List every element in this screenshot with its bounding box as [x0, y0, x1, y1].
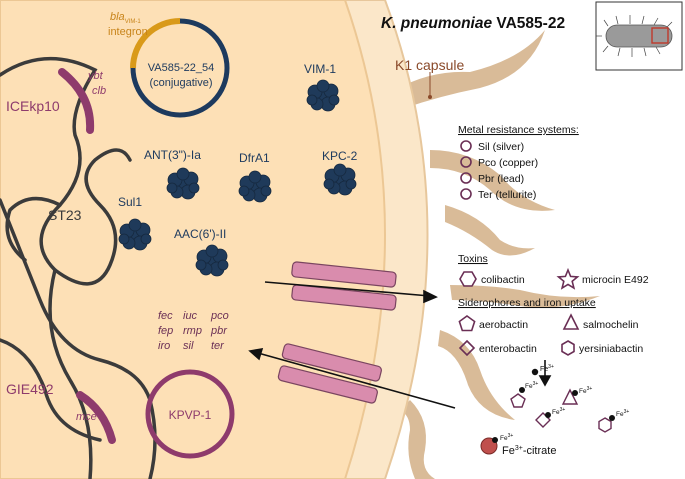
uptake-arrowhead — [538, 375, 552, 387]
mce-gene-label: mce — [76, 411, 97, 423]
pbr-marker — [460, 172, 472, 184]
import-arrowhead — [248, 347, 264, 361]
metal-gene-grid: fec iuc pco fep rmp pbr iro sil ter — [158, 310, 229, 352]
kpvp-plasmid — [145, 369, 235, 459]
capsule-pointer-dot — [428, 95, 432, 99]
clb-gene-label: clb — [92, 85, 106, 97]
kpvp-label: KPVP-1 — [169, 408, 212, 422]
fe-yersiniabactin — [598, 417, 612, 433]
fe-label-5: Fe3+ — [616, 409, 629, 418]
export-arrowhead — [423, 289, 438, 304]
fe-label-4: Fe3+ — [552, 407, 565, 416]
gene-rmp: rmp — [183, 325, 202, 337]
sid-salmochelin: salmochelin — [583, 319, 639, 331]
export-arrow — [264, 281, 431, 297]
fe-citrate-label: Fe3+-citrate — [502, 445, 556, 457]
sid-enterobactin: enterobactin — [479, 343, 537, 355]
conjugative-plasmid-name: VA585-22_54 — [148, 62, 214, 74]
cell-thumbnail — [595, 1, 683, 71]
porin-bottom — [277, 343, 382, 404]
fe-label-2: Fe3+ — [525, 381, 538, 390]
porin-top — [291, 261, 397, 311]
import-arrow — [257, 352, 456, 409]
metal-item-pbr: Pbr (lead) — [478, 173, 524, 185]
metal-heading: Metal resistance systems: — [458, 124, 579, 136]
ybt-gene-label: ybt — [87, 70, 104, 82]
fe-label-1: Fe3+ — [540, 364, 554, 373]
iron-cluster: Fe3+ Fe3+ Fe3+ Fe3+ Fe3+ Fe3+ Fe3+-citra… — [480, 364, 629, 457]
integron-gene-label: blaVIM-1 — [110, 11, 141, 25]
integron-label: integron — [108, 26, 148, 38]
ant-label: ANT(3")-Ia — [144, 148, 201, 162]
integron-segment — [130, 18, 181, 69]
title: K. pneumoniae VA585-22 — [381, 15, 565, 32]
gene-sil: sil — [183, 340, 194, 352]
fe-atom — [531, 368, 539, 376]
pco-marker — [460, 156, 472, 168]
aac-label: AAC(6')-II — [174, 227, 226, 241]
aerobactin-pentagon — [458, 315, 476, 332]
fe-atom — [609, 415, 615, 421]
sid-aerobactin: aerobactin — [479, 319, 528, 331]
gene-fep: fep — [158, 325, 173, 337]
fe-salmochelin — [561, 388, 579, 405]
microcin-star — [556, 267, 580, 290]
capsule-label: K1 capsule — [395, 57, 464, 73]
toxin-colibactin: colibactin — [481, 274, 525, 286]
ice-element-segment — [58, 68, 95, 134]
gene-pbr: pbr — [210, 325, 228, 337]
salmochelin-triangle — [562, 313, 580, 330]
ice-label: ICEkp10 — [6, 98, 60, 114]
st-label: ST23 — [48, 207, 82, 223]
colibactin-hexagon — [459, 271, 477, 287]
dfra1-label: DfrA1 — [239, 151, 270, 165]
ter-marker — [460, 188, 472, 200]
metal-item-ter: Ter (tellurite) — [478, 189, 536, 201]
fe-label-6: Fe3+ — [500, 433, 513, 442]
vim1-label: VIM-1 — [304, 62, 336, 76]
sil-marker — [460, 140, 472, 152]
fe-atom — [492, 437, 498, 443]
fe-atom — [519, 387, 525, 393]
toxins-heading: Toxins — [458, 253, 488, 265]
gie-element-segment — [76, 391, 116, 444]
gene-iuc: iuc — [183, 310, 198, 322]
siderophores-heading: Siderophores and iron uptake — [458, 297, 596, 309]
sul1-label: Sul1 — [118, 195, 142, 209]
gene-ter: ter — [211, 340, 225, 352]
yersiniabactin-hexagon — [561, 340, 575, 356]
gene-iro: iro — [158, 340, 170, 352]
enterobactin-diamond — [458, 339, 476, 357]
gene-fec: fec — [158, 310, 173, 322]
fe-atom — [572, 390, 578, 396]
gene-pco: pco — [210, 310, 229, 322]
kpc2-label: KPC-2 — [322, 149, 358, 163]
toxin-microcin: microcin E492 — [582, 274, 649, 286]
conjugative-plasmid-sub: (conjugative) — [150, 77, 213, 89]
sid-yersiniabactin: yersiniabactin — [579, 343, 643, 355]
fe-atom — [545, 412, 551, 418]
metal-item-pco: Pco (copper) — [478, 157, 538, 169]
fe-aerobactin — [510, 393, 526, 408]
fe-label-3: Fe3+ — [579, 386, 592, 395]
metal-item-sil: Sil (silver) — [478, 141, 524, 153]
gie-label: GIE492 — [6, 381, 54, 397]
chromosome — [0, 56, 157, 479]
